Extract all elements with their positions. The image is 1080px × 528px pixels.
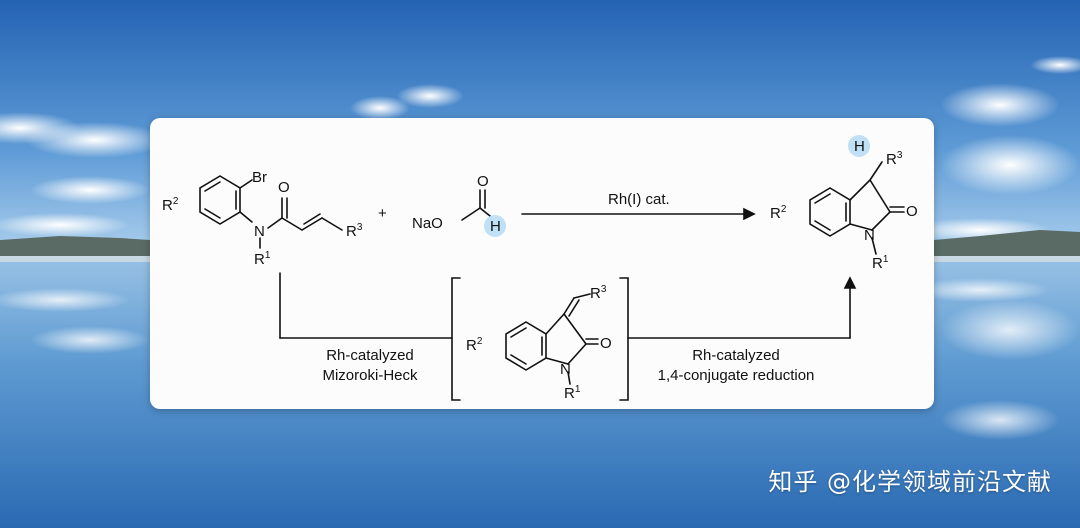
product-h-highlight bbox=[848, 135, 870, 157]
reactant-r1: R1 bbox=[254, 250, 271, 268]
intermediate-n: N bbox=[560, 361, 571, 378]
reaction-scheme: R2 Br N R1 O R3 + NaO O H Rh(I) cat. H R… bbox=[162, 135, 918, 402]
right-label-line2: 1,4-conjugate reduction bbox=[658, 367, 815, 384]
clouds bbox=[0, 56, 1080, 242]
product-o: O bbox=[906, 203, 918, 220]
left-label-line1: Rh-catalyzed bbox=[326, 347, 414, 364]
right-label-line1: Rh-catalyzed bbox=[692, 347, 780, 364]
reactant-r3: R3 bbox=[346, 222, 363, 240]
formate-h-highlight bbox=[484, 215, 506, 237]
watermark-text: 知乎 @化学领域前沿文献 bbox=[768, 468, 1052, 496]
right-bracket bbox=[619, 277, 629, 401]
reactant-br: Br bbox=[252, 169, 267, 186]
formate-o: O bbox=[477, 173, 489, 190]
product-benzene-ring bbox=[809, 187, 851, 237]
product-r3: R3 bbox=[886, 150, 903, 168]
intermediate-r1: R1 bbox=[564, 384, 581, 402]
intermediate-r2: R2 bbox=[466, 336, 483, 354]
reactant-r2: R2 bbox=[162, 196, 179, 214]
plus-sign: + bbox=[378, 205, 387, 222]
product-n: N bbox=[864, 227, 875, 244]
intermediate-o: O bbox=[600, 335, 612, 352]
formate-h: H bbox=[490, 218, 501, 235]
intermediate-r3: R3 bbox=[590, 284, 607, 302]
left-label-line2: Mizoroki-Heck bbox=[322, 367, 418, 384]
product-r2: R2 bbox=[770, 204, 787, 222]
top-arrow-label: Rh(I) cat. bbox=[608, 191, 670, 208]
reactant-benzene-ring bbox=[199, 175, 241, 225]
product-r1: R1 bbox=[872, 254, 889, 272]
formate-nao: NaO bbox=[412, 215, 443, 232]
left-bracket bbox=[451, 277, 461, 401]
reactant-o: O bbox=[278, 179, 290, 196]
product-h: H bbox=[854, 138, 865, 155]
reactant-n: N bbox=[254, 223, 265, 240]
intermediate-benzene-ring bbox=[505, 321, 547, 371]
